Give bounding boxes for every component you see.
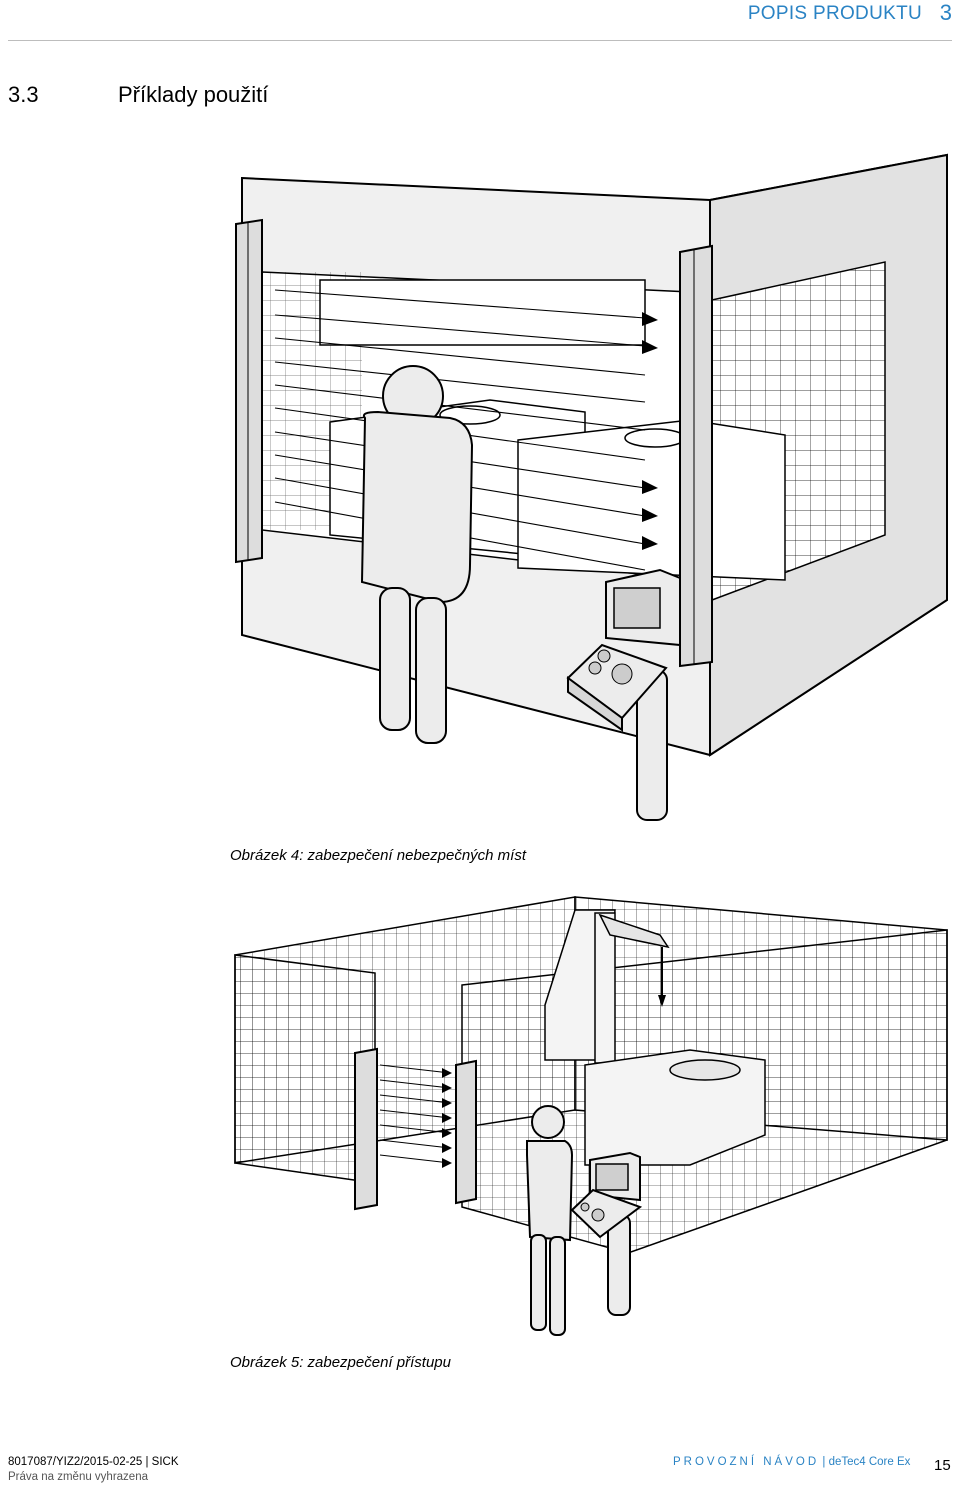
figure-hazard-point-illustration — [235, 153, 948, 821]
section-number: 3.3 — [8, 82, 39, 107]
footer-product: deTec4 Core Ex — [828, 1456, 911, 1468]
figure-access-protection-illustration — [234, 896, 948, 1336]
page-number: 15 — [934, 1457, 951, 1474]
footer-document-info: PROVOZNÍ NÁVOD | deTec4 Core Ex — [673, 1456, 910, 1468]
header-divider — [8, 40, 952, 41]
footer-notice: Práva na změnu vyhrazena — [8, 1471, 148, 1483]
figure-5-caption: Obrázek 5: zabezpečení přístupu — [230, 1354, 451, 1371]
footer-doc-type: PROVOZNÍ NÁVOD — [673, 1456, 820, 1468]
figure-4-caption: Obrázek 4: zabezpečení nebezpečných míst — [230, 847, 527, 864]
section-title: Příklady použití — [118, 82, 269, 107]
footer-separator: | — [822, 1456, 826, 1468]
footer-doc-id: 8017087/YIZ2/2015-02-25 | SICK — [8, 1456, 179, 1468]
chapter-number: 3 — [939, 0, 952, 25]
chapter-title: POPIS PRODUKTU — [747, 3, 922, 24]
